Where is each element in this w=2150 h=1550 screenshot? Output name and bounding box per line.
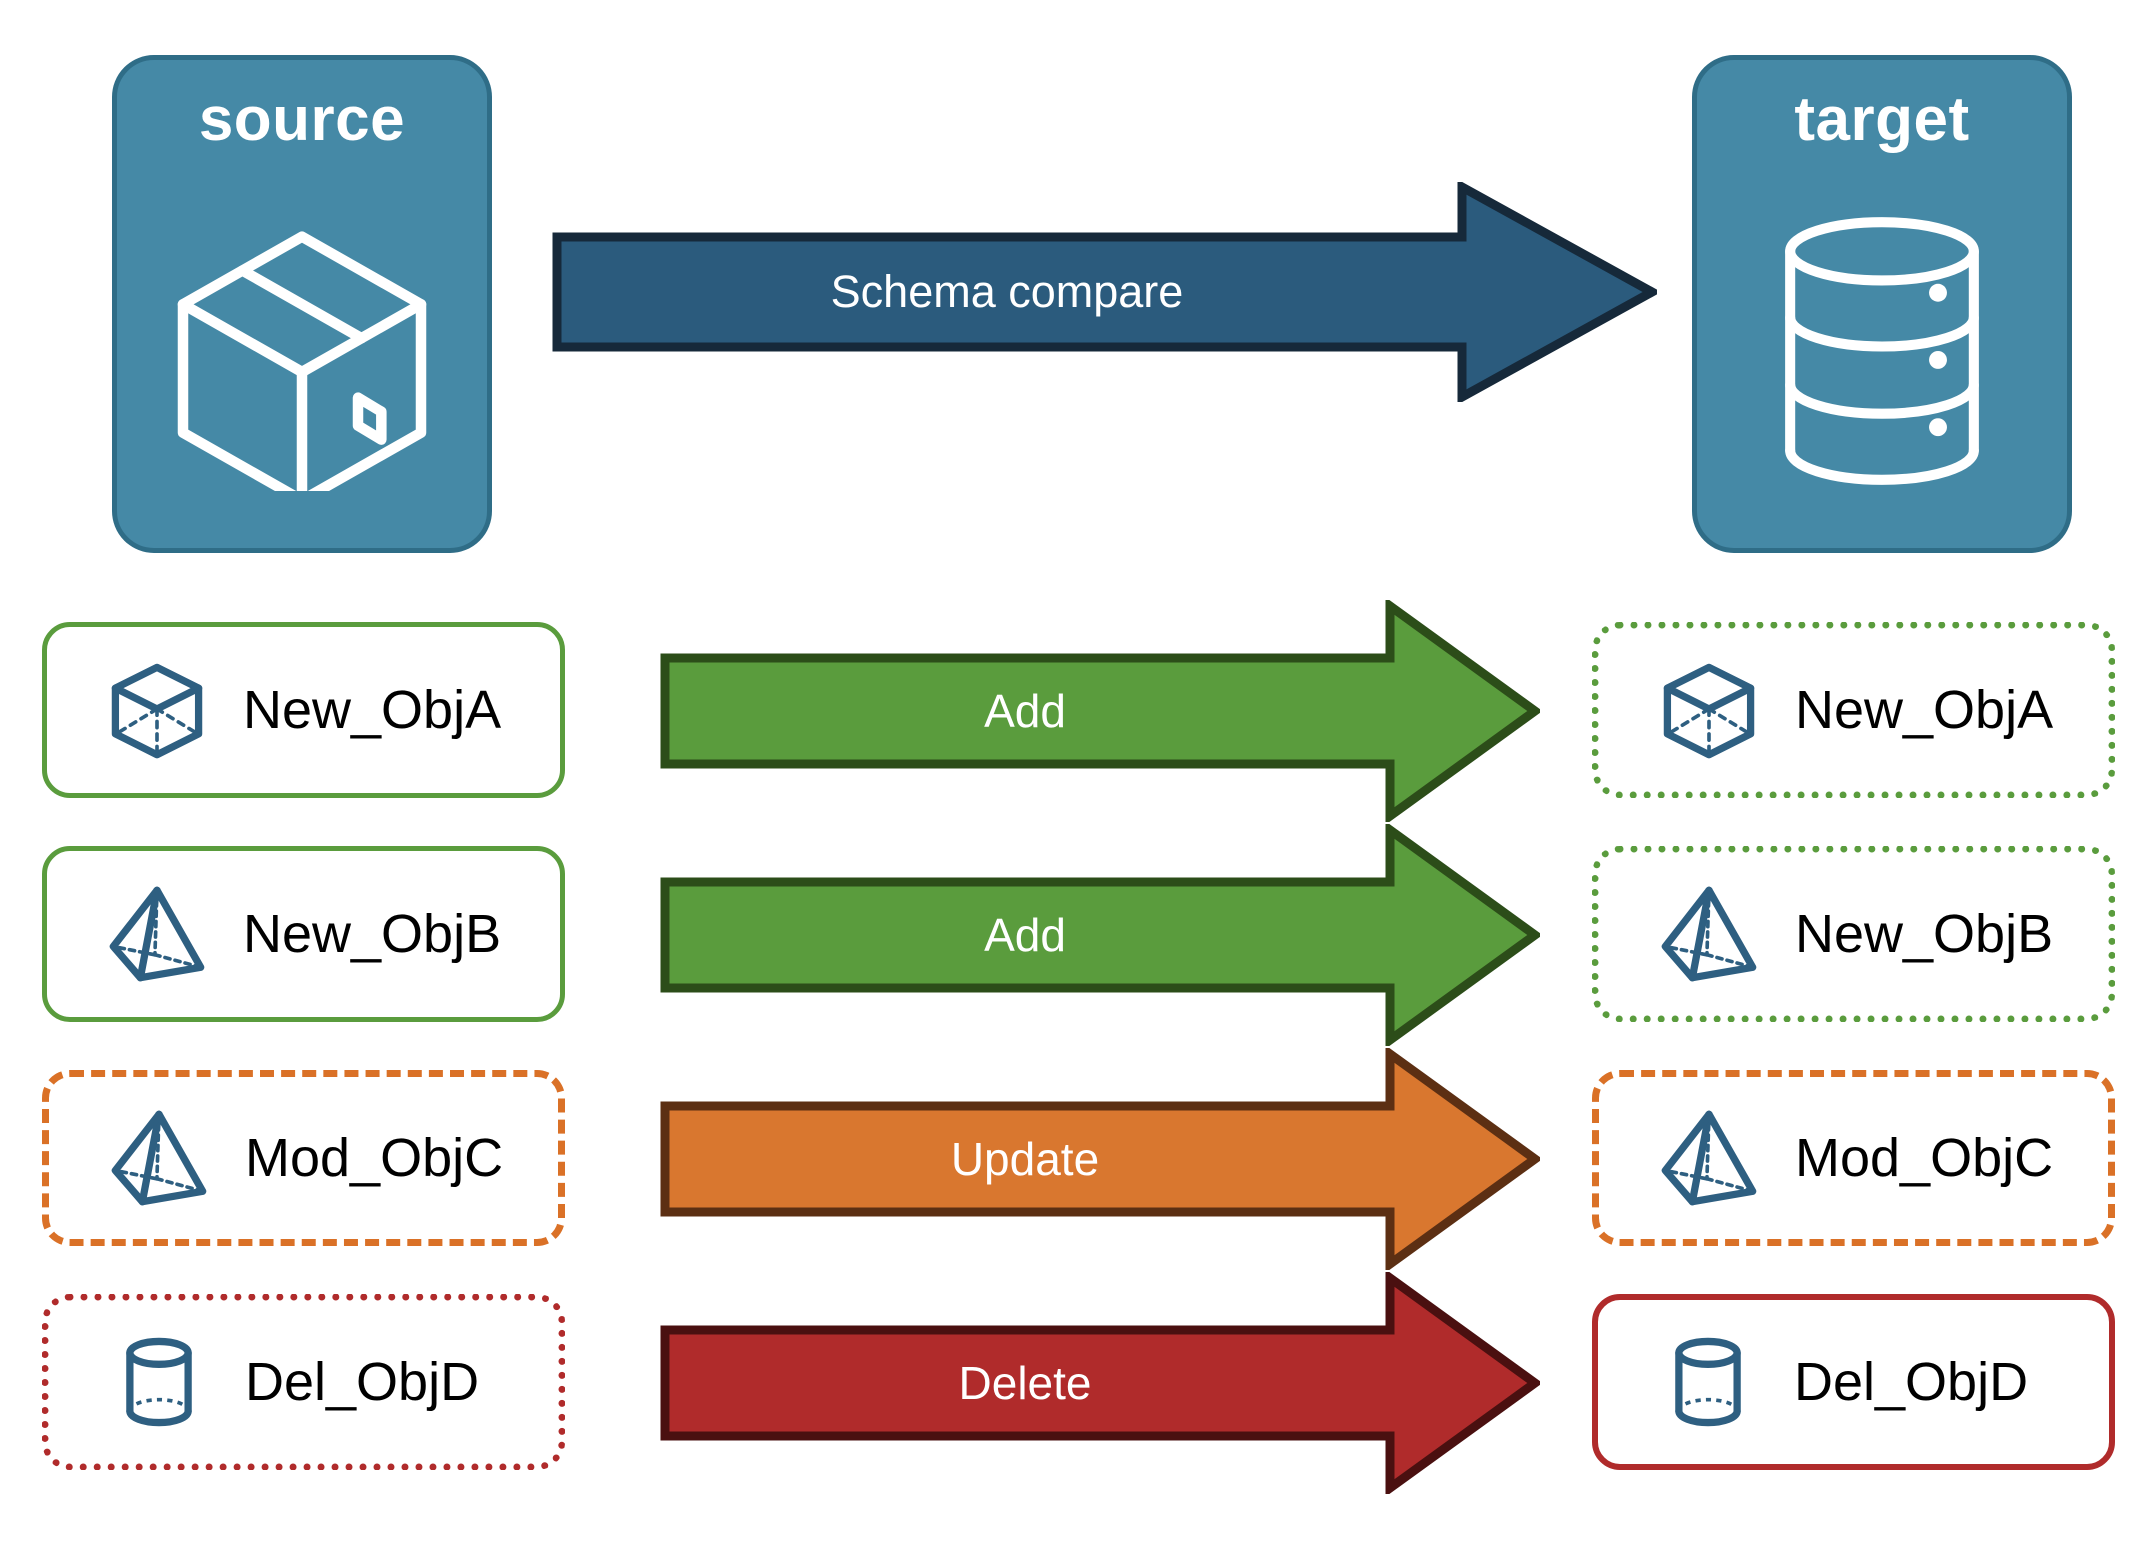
- source-object-label: New_ObjB: [243, 904, 502, 964]
- source-object-label: Mod_ObjC: [245, 1128, 504, 1188]
- target-object-label: New_ObjA: [1795, 680, 2054, 740]
- wireframe-cube-icon: [1657, 658, 1761, 762]
- target-object-card[interactable]: Mod_ObjC: [1592, 1070, 2115, 1246]
- wireframe-cylinder-icon: [107, 1330, 211, 1434]
- target-card[interactable]: target: [1692, 55, 2072, 553]
- delete-action-arrow[interactable]: Delete: [660, 1269, 1543, 1497]
- add-action-arrow[interactable]: Add: [660, 597, 1543, 825]
- source-title: source: [198, 85, 406, 154]
- target-object-card[interactable]: Del_ObjD: [1592, 1294, 2115, 1470]
- wireframe-pyramid-icon: [107, 1106, 211, 1210]
- source-object-card[interactable]: Del_ObjD: [42, 1294, 565, 1470]
- update-action-arrow[interactable]: Update: [660, 1045, 1543, 1273]
- wireframe-cube-icon: [105, 658, 209, 762]
- target-object-label: New_ObjB: [1795, 904, 2054, 964]
- source-card[interactable]: source: [112, 55, 492, 553]
- compare-row: Del_ObjD Delete Del_ObjD: [0, 1269, 2150, 1497]
- add-action-arrow[interactable]: Add: [660, 821, 1543, 1049]
- wireframe-cylinder-icon: [1656, 1330, 1760, 1434]
- compare-row: New_ObjA Add: [0, 597, 2150, 825]
- target-object-card[interactable]: New_ObjA: [1592, 622, 2115, 798]
- wireframe-pyramid-icon: [105, 882, 209, 986]
- package-box-icon: [117, 154, 487, 548]
- compare-row: Mod_ObjC Update: [0, 1045, 2150, 1273]
- target-title: target: [1794, 85, 1970, 154]
- source-object-card[interactable]: New_ObjB: [42, 846, 565, 1022]
- target-object-label: Mod_ObjC: [1795, 1128, 2054, 1188]
- source-object-label: New_ObjA: [243, 680, 502, 740]
- database-cylinder-icon: [1697, 154, 2067, 548]
- schema-compare-arrow[interactable]: Schema compare: [552, 179, 1662, 405]
- source-object-label: Del_ObjD: [245, 1352, 480, 1412]
- wireframe-pyramid-icon: [1657, 882, 1761, 986]
- target-object-label: Del_ObjD: [1794, 1352, 2029, 1412]
- target-object-card[interactable]: New_ObjB: [1592, 846, 2115, 1022]
- source-object-card[interactable]: Mod_ObjC: [42, 1070, 565, 1246]
- compare-row: New_ObjB Add: [0, 821, 2150, 1049]
- wireframe-pyramid-icon: [1657, 1106, 1761, 1210]
- source-object-card[interactable]: New_ObjA: [42, 622, 565, 798]
